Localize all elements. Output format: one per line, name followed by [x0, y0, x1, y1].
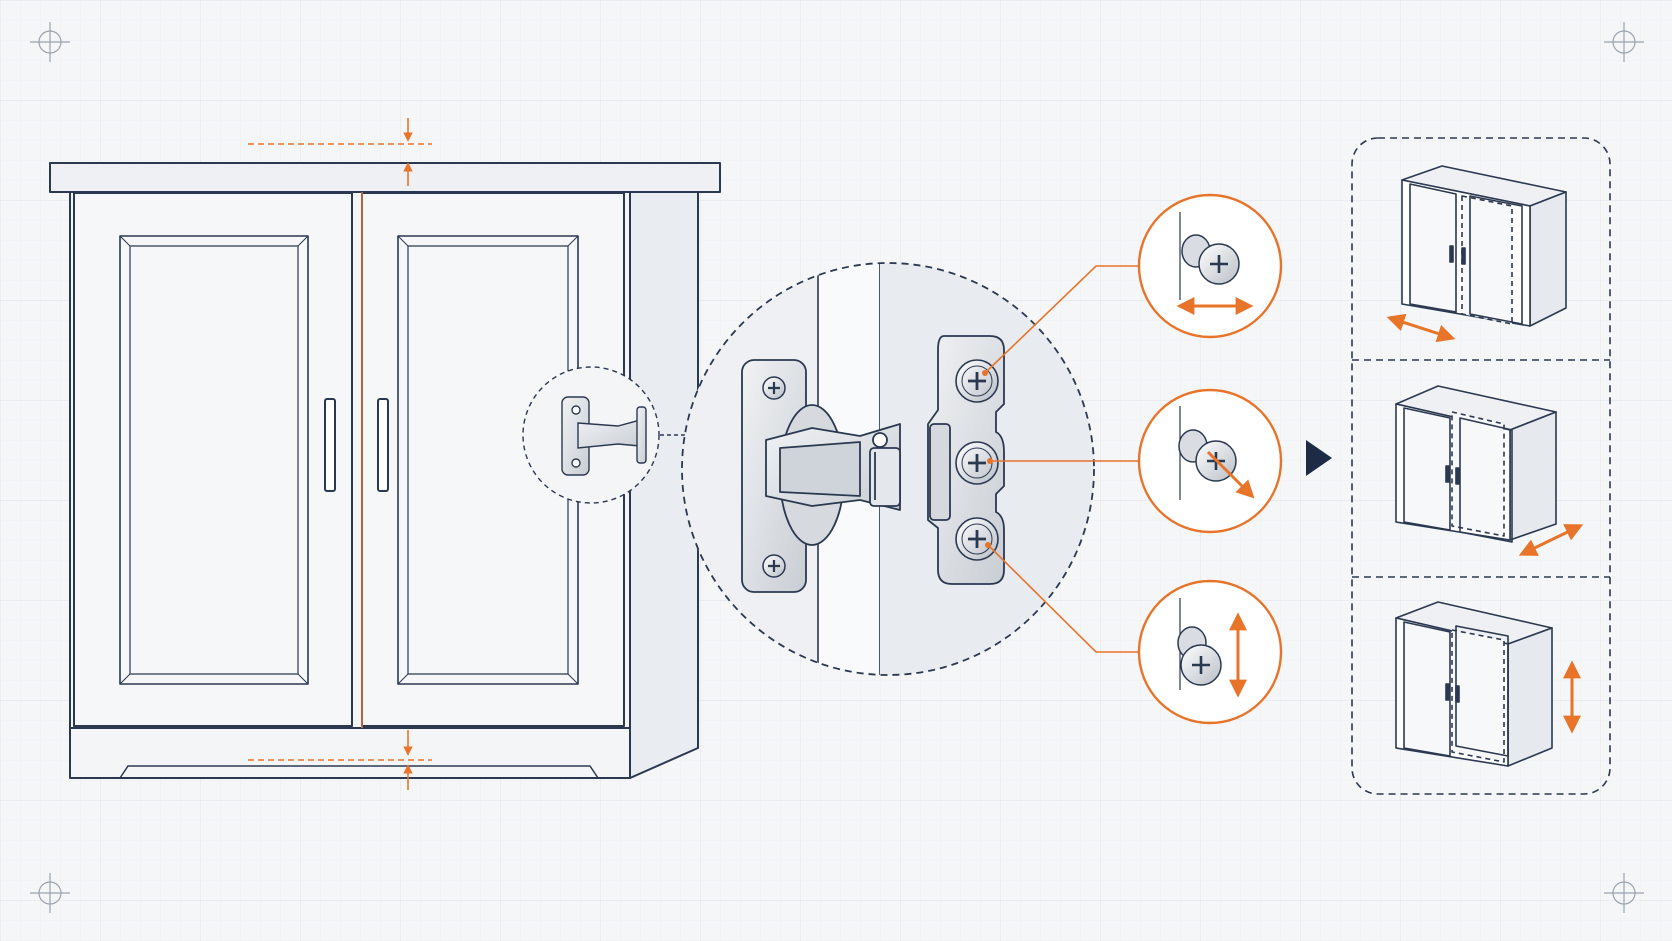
hinge-callout: [522, 366, 688, 504]
double-arrow-icon: [1206, 450, 1255, 499]
cabinet-kick: [119, 765, 599, 779]
result-up-and-down: [1395, 601, 1581, 767]
adjustment-screws: [955, 359, 999, 561]
hinge-icon: [561, 396, 647, 476]
hinge-detail-view: [681, 262, 1095, 676]
screw-icon: [762, 554, 786, 578]
corner-crosshairs: [30, 22, 1644, 913]
screw-callout-vertical: [1137, 579, 1283, 725]
left-door-panel-inner: [129, 245, 299, 675]
results-panel: [1351, 137, 1611, 795]
cabinet-top: [49, 162, 721, 193]
right-door-handle: [377, 398, 389, 492]
crosshair-icon: [1604, 22, 1644, 62]
crosshair-icon: [30, 873, 70, 913]
screw-callout-horizontal: [1137, 193, 1283, 339]
bottom-gap-marker: [248, 730, 432, 790]
screw-callout-depth: [1137, 388, 1283, 534]
screw-icon: [955, 517, 999, 561]
play-arrow-icon: [1306, 440, 1332, 476]
result-in-and-out: [1395, 385, 1584, 556]
hinge-assembly: [741, 335, 1005, 593]
left-door-panel-outer: [119, 235, 309, 685]
left-door-handle: [324, 398, 336, 492]
leader-dots: [982, 370, 993, 548]
door-plate-screws: [762, 376, 786, 578]
screw-icon: [762, 376, 786, 400]
top-gap-marker: [248, 118, 432, 186]
leader-lines: [984, 265, 1139, 653]
crosshair-icon: [1604, 873, 1644, 913]
screw-icon: [1181, 234, 1240, 285]
screw-icon: [1177, 626, 1222, 686]
crosshair-icon: [30, 22, 70, 62]
result-side-to-side: [1386, 165, 1567, 343]
left-door: [73, 192, 353, 727]
